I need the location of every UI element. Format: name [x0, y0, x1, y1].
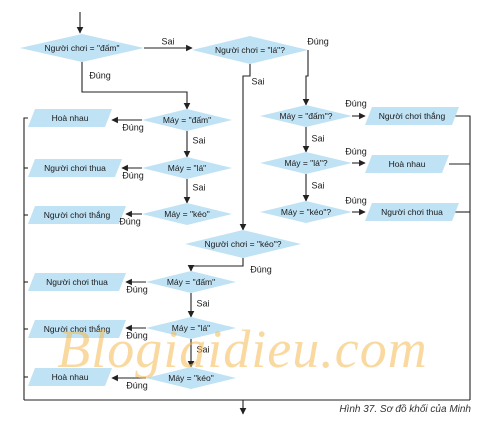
- output-label-o_b3: Người chơi thua: [381, 207, 443, 217]
- edge-label-yes: Đúng: [345, 98, 367, 108]
- edge-label-yes: Đúng: [122, 122, 144, 132]
- decision-d_b_keo: [260, 201, 352, 223]
- output-label-o_c1: Người chơi thua: [46, 277, 108, 287]
- edge-label-yes: Đúng: [307, 36, 329, 46]
- output-label-o_a2: Người chơi thua: [44, 163, 106, 173]
- output-o_a3: [28, 206, 126, 224]
- decision-d_b_dam: [260, 105, 352, 127]
- decision-d_a_dam: [142, 109, 232, 131]
- edge-label-no: Sai: [196, 298, 209, 308]
- decision-label-d_a_keo: Máy = "kéo": [164, 209, 209, 219]
- edge-labels: SaiĐúngĐúngSaiĐúngSaiĐúngSaiĐúngĐúngSaiĐ…: [89, 36, 367, 390]
- output-label-o_a3: Người chơi thắng: [44, 210, 111, 220]
- decision-label-d_b_keo: Máy = "kéo"?: [281, 207, 331, 217]
- output-label-o_c2: Người chơi thắng: [44, 324, 111, 334]
- edge-label-no: Sai: [196, 344, 209, 354]
- decision-d_a_la: [142, 157, 232, 179]
- edge-label-yes: Đúng: [89, 70, 111, 80]
- output-o_b3: [365, 203, 459, 221]
- output-label-o_c3: Hoà nhau: [52, 372, 89, 382]
- output-o_a2: [28, 159, 122, 177]
- decision-d_c_keo: [146, 367, 236, 389]
- edge-label-yes: Đúng: [122, 170, 144, 180]
- edge-label-yes: Đúng: [119, 216, 141, 226]
- edge-label-no: Sai: [311, 133, 324, 143]
- edge-label-yes: Đúng: [126, 284, 148, 294]
- edge-label-yes: Đúng: [345, 146, 367, 156]
- output-o_c2: [28, 320, 126, 338]
- merge-line: [23, 117, 28, 400]
- decision-d_b_la: [260, 152, 352, 174]
- output-label-o_b2: Hoà nhau: [389, 159, 426, 169]
- edge-label-no: Sai: [192, 182, 205, 192]
- output-o_b2: [365, 155, 449, 173]
- decision-label-d_b_la: Máy = "lá"?: [284, 158, 327, 168]
- output-label-o_b1: Người chơi thắng: [379, 111, 446, 121]
- edge-label-no: Sai: [192, 135, 205, 145]
- connector-line: [239, 64, 251, 231]
- decision-label-d_c_keo: Máy = "kéo": [168, 373, 213, 383]
- decision-label-d_b_dam: Máy = "đấm"?: [279, 111, 332, 121]
- connector-line: [187, 258, 244, 272]
- decision-d_a_keo: [142, 203, 232, 225]
- connectors: [23, 12, 471, 415]
- connector-line: [81, 62, 191, 110]
- decision-d_p_dam: [20, 34, 144, 62]
- output-o_c3: [28, 368, 112, 386]
- output-o_b1: [365, 107, 459, 125]
- edge-label-yes: Đúng: [126, 380, 148, 390]
- decision-d_p_keo: [185, 230, 301, 258]
- output-o_c1: [28, 273, 126, 291]
- merge-line: [455, 115, 471, 400]
- decision-label-d_c_dam: Máy = "đấm": [167, 277, 215, 287]
- output-label-o_a1: Hoà nhau: [52, 113, 89, 123]
- decision-label-d_a_dam: Máy = "đấm": [163, 115, 211, 125]
- decision-label-d_c_la: Máy = "lá": [172, 323, 210, 333]
- decision-label-d_p_keo: Người chơi = "kéo"?: [205, 239, 282, 249]
- edge-label-no: Sai: [311, 180, 324, 190]
- nodes: Người chơi = "đấm" Người chơi = "lá"? Ngườ…: [20, 34, 459, 389]
- edge-label-yes: Đúng: [126, 330, 148, 340]
- decision-label-d_a_la: Máy = "lá": [168, 163, 206, 173]
- decision-label-d_p_la: Người chơi = "lá"?: [215, 45, 285, 55]
- output-o_a1: [28, 109, 112, 127]
- edge-label-yes: Đúng: [250, 264, 272, 274]
- edge-label-yes: Đúng: [345, 195, 367, 205]
- decision-label-d_p_dam: Người chơi = "đấm": [44, 43, 119, 53]
- connector-line: [302, 50, 310, 106]
- edge-label-no: Sai: [161, 36, 174, 46]
- decision-d_p_la: [192, 36, 308, 64]
- figure-caption: Hình 37. Sơ đồ khối của Minh: [339, 404, 471, 415]
- decision-d_c_dam: [146, 271, 236, 293]
- decision-d_c_la: [146, 317, 236, 339]
- edge-label-no: Sai: [251, 76, 264, 86]
